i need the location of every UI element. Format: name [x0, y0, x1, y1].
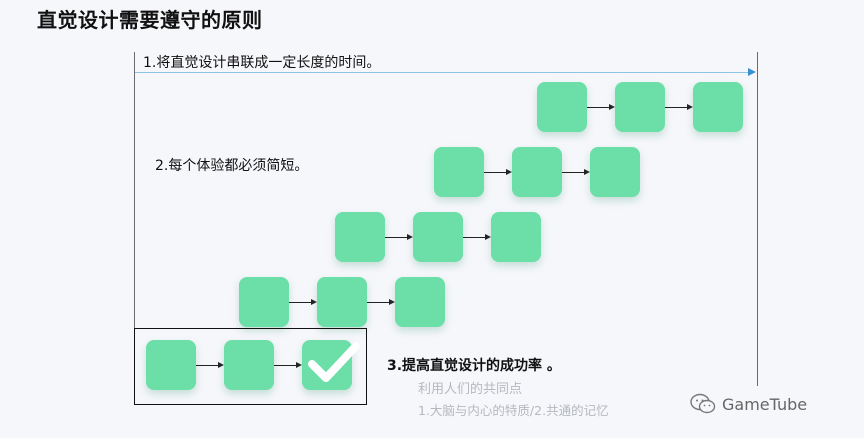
step-box — [590, 147, 640, 197]
connector-arrow — [562, 172, 584, 173]
arrow-head-icon — [296, 362, 302, 368]
success-frame — [134, 328, 367, 405]
arrow-head-icon — [218, 362, 224, 368]
principle-1-text: 1.将直觉设计串联成一定长度的时间。 — [143, 55, 381, 71]
step-box — [317, 277, 367, 327]
step-box — [224, 340, 274, 390]
principle-3-subtitle: 利用人们的共同点 — [418, 382, 523, 397]
step-box — [335, 212, 385, 262]
timeline-arrow-icon — [748, 68, 756, 76]
arrow-head-icon — [407, 234, 413, 240]
right-boundary-line — [757, 52, 758, 386]
principle-2-text: 2.每个体验都必须简短。 — [155, 158, 309, 174]
principle-3-text: 3.提高直觉设计的成功率 。 — [387, 358, 561, 374]
connector-arrow — [484, 172, 506, 173]
connector-arrow — [367, 302, 389, 303]
step-box — [239, 277, 289, 327]
wechat-icon — [690, 393, 716, 414]
arrow-head-icon — [485, 234, 491, 240]
watermark: GameTube — [690, 393, 807, 415]
arrow-head-icon — [506, 169, 512, 175]
step-box — [693, 82, 743, 132]
slide-title: 直觉设计需要遵守的原则 — [37, 8, 263, 32]
connector-arrow — [665, 107, 687, 108]
connector-arrow — [274, 365, 296, 366]
arrow-head-icon — [609, 104, 615, 110]
connector-arrow — [587, 107, 609, 108]
principle-3-subitems: 1.大脑与内心的特质/2.共通的记忆 — [418, 403, 609, 418]
connector-arrow — [463, 237, 485, 238]
connector-arrow — [289, 302, 311, 303]
connector-arrow — [196, 365, 218, 366]
arrow-head-icon — [311, 299, 317, 305]
step-box — [413, 212, 463, 262]
checkmark-icon — [308, 342, 360, 382]
step-box — [491, 212, 541, 262]
arrow-head-icon — [687, 104, 693, 110]
arrow-head-icon — [584, 169, 590, 175]
timeline-line — [135, 72, 750, 73]
step-box — [434, 147, 484, 197]
connector-arrow — [385, 237, 407, 238]
step-box — [146, 340, 196, 390]
step-box — [537, 82, 587, 132]
step-box — [395, 277, 445, 327]
arrow-head-icon — [389, 299, 395, 305]
watermark-text: GameTube — [722, 394, 808, 414]
left-boundary-line — [134, 52, 135, 328]
step-box — [615, 82, 665, 132]
step-box — [512, 147, 562, 197]
